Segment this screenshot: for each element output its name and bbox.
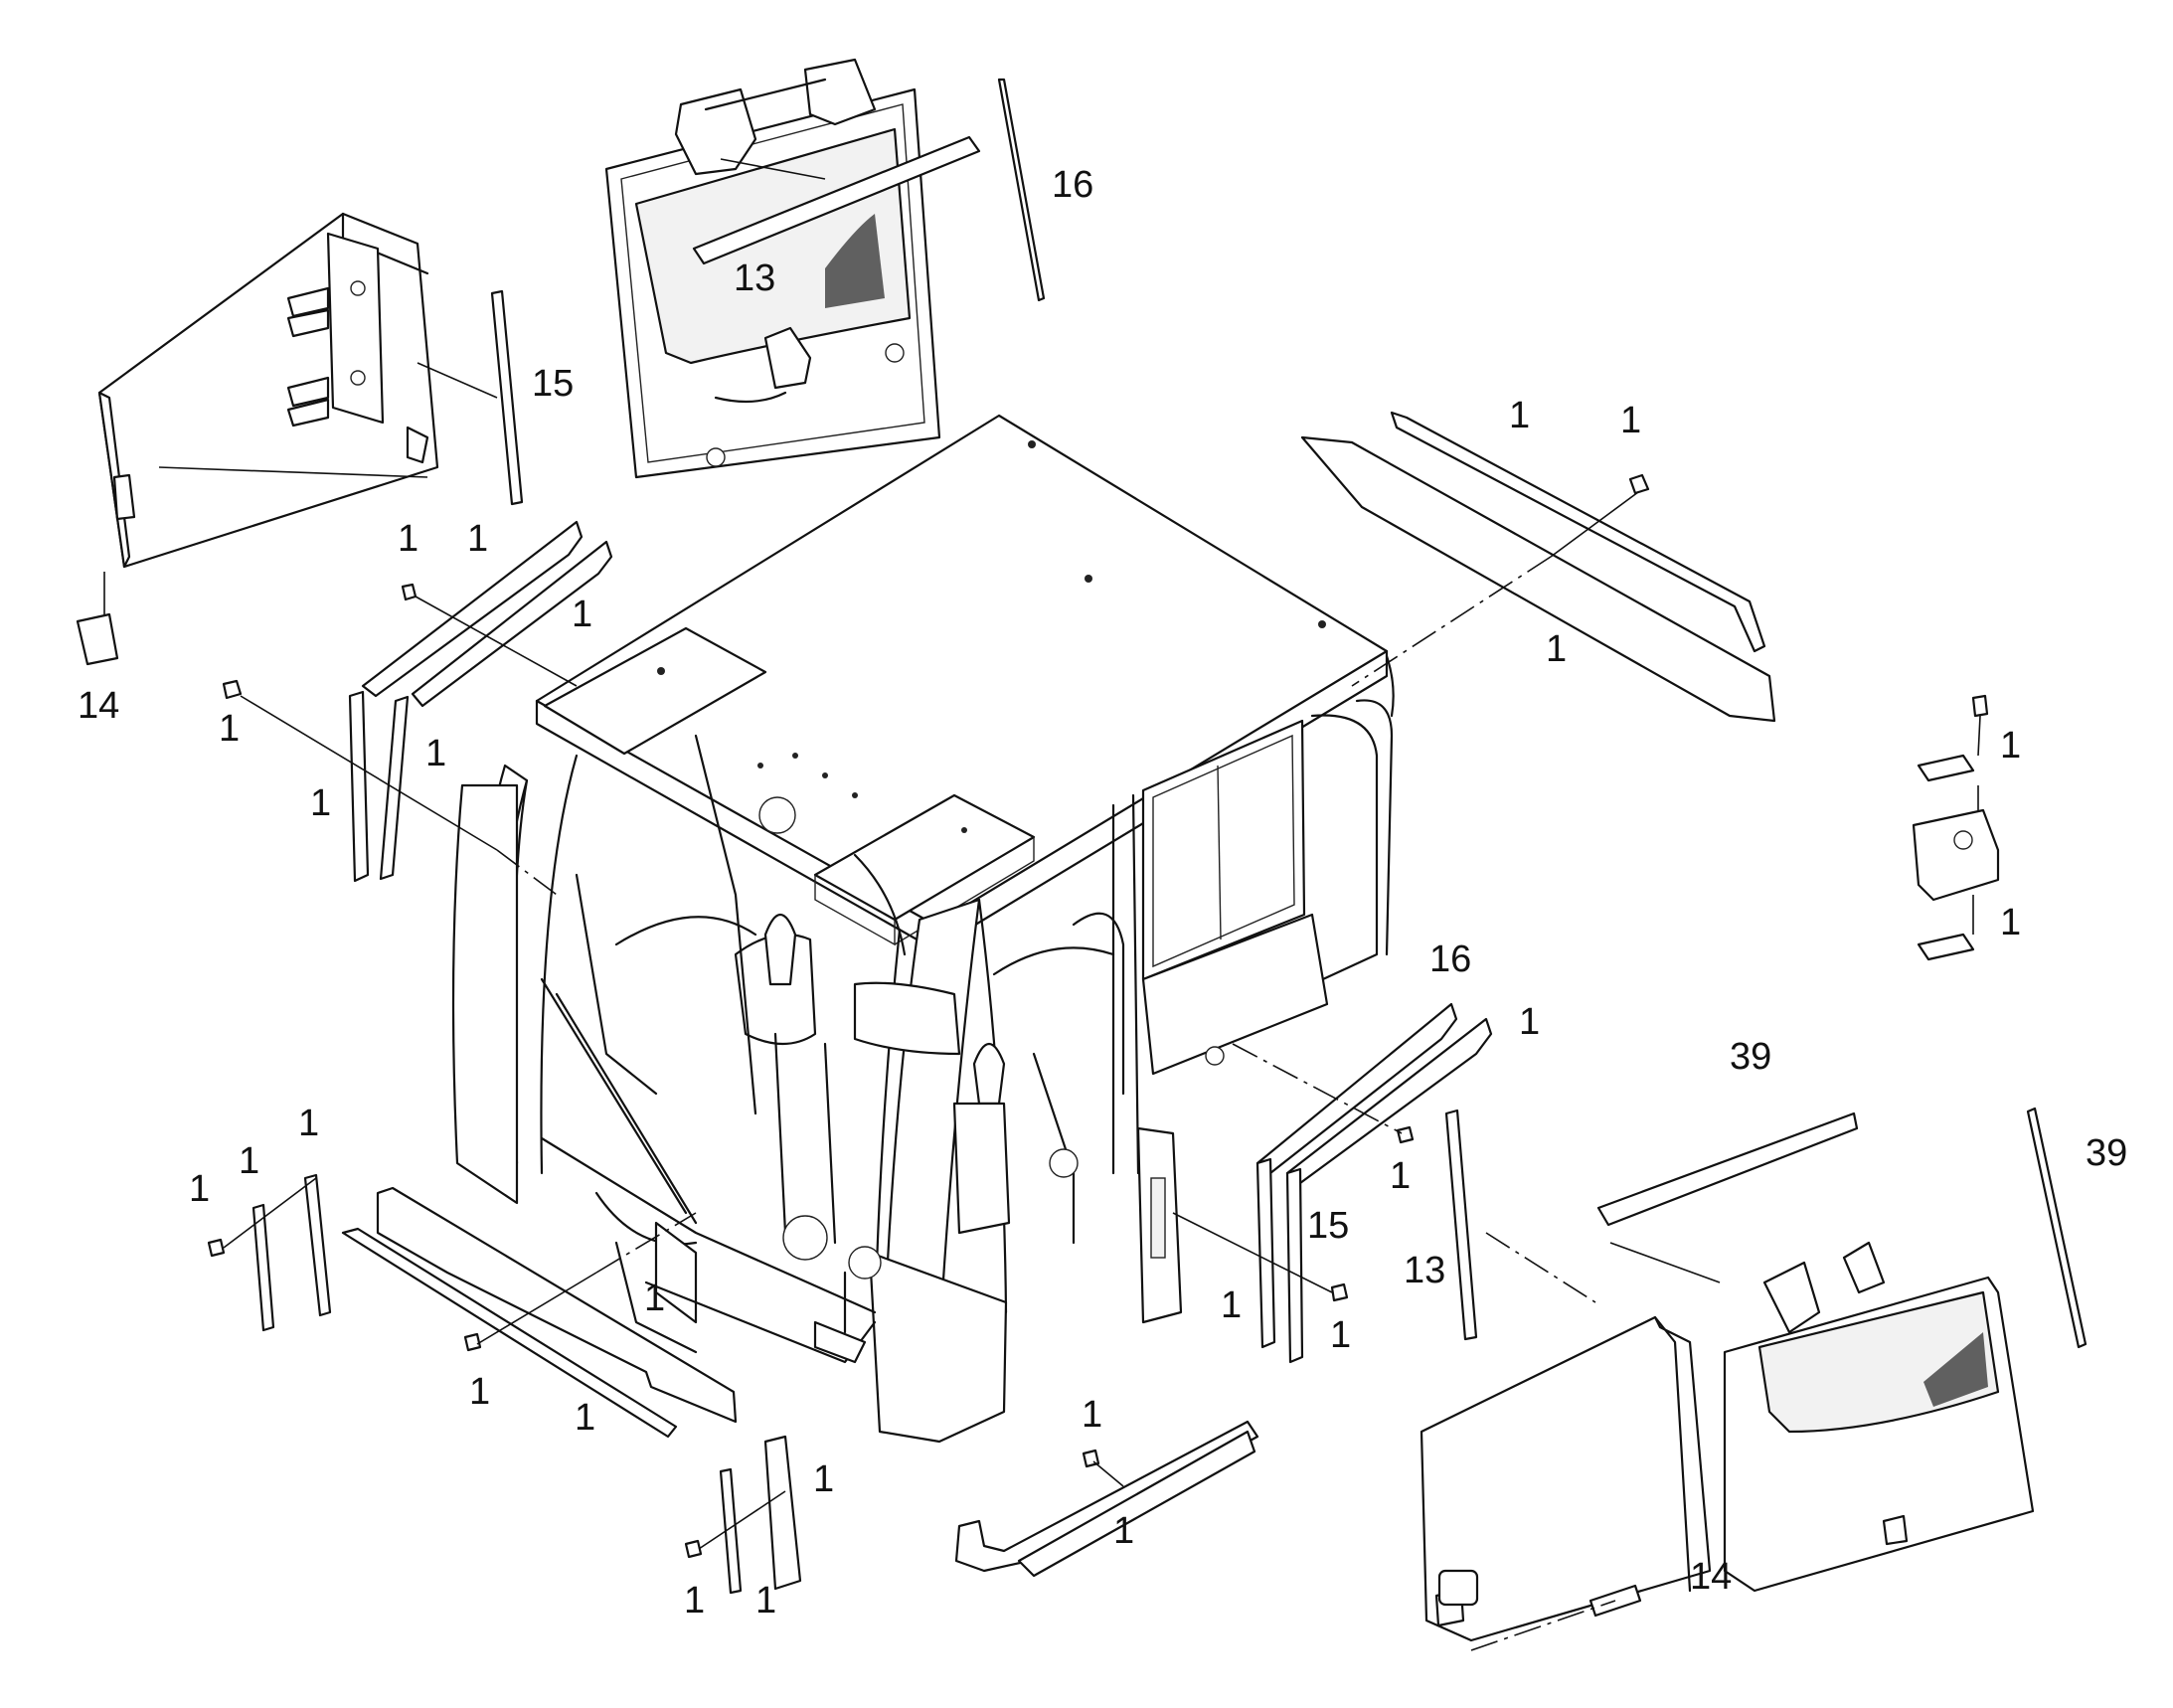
door-assembly-right	[1420, 1107, 2088, 1651]
callout-1-e: 1	[425, 733, 446, 774]
seal-strip-left-2	[411, 540, 613, 708]
callout-1-d: 1	[219, 708, 240, 750]
mount-bolt	[1971, 694, 1989, 718]
joystick-right	[972, 1043, 1006, 1106]
floor-bracket-2	[1017, 1430, 1256, 1578]
front-window-assembly	[604, 58, 1046, 479]
seal-strip-lower-left-2	[303, 1173, 332, 1317]
door-handle	[1437, 1569, 1479, 1607]
mount-washer-bottom	[1917, 933, 1975, 961]
seal-strip-lower-left-6	[763, 1435, 802, 1591]
window-latch	[763, 326, 812, 390]
callout-1-z: 1	[755, 1580, 776, 1622]
callout-39-bottom: 1	[2000, 902, 2021, 943]
callout-1-f: 1	[310, 782, 331, 824]
right-upper-seals	[1300, 411, 1776, 723]
seal-strip-15-left	[490, 289, 524, 506]
callout-1-y: 1	[684, 1580, 705, 1622]
callout-labels: 13 16 15 14 1 1 1 1 1 1 1 1 1 39 39 1 1 …	[78, 164, 2127, 1622]
callout-1-t: 1	[469, 1371, 490, 1413]
callout-1-v: 1	[1082, 1394, 1102, 1436]
cab-side-left	[451, 783, 519, 1205]
roof-panel-left	[543, 626, 767, 756]
joystick-left	[763, 914, 797, 986]
callout-1-a: 1	[398, 518, 418, 560]
callout-15-right: 13	[1404, 1250, 1445, 1291]
callout-1-i: 1	[1546, 628, 1567, 670]
callout-1-q: 1	[239, 1140, 259, 1182]
floor-bracket-1	[954, 1420, 1259, 1573]
callout-14-left: 14	[78, 685, 119, 727]
seal-strip-right-1	[1300, 435, 1776, 723]
callout-16-top: 16	[1052, 164, 1093, 206]
callout-1-o: 1	[1330, 1314, 1351, 1356]
cab-side-window	[1141, 719, 1306, 981]
lower-center-bracket	[954, 1420, 1259, 1578]
callout-15-left: 15	[532, 363, 574, 405]
seal-strip-lower-left-4	[341, 1227, 678, 1439]
right-lower-seals	[1172, 1002, 1493, 1364]
callout-1-g: 1	[1509, 395, 1530, 436]
callout-16-bottom: 39	[2086, 1132, 2127, 1174]
callout-1-u: 1	[575, 1397, 595, 1439]
callout-1-w: 1	[1113, 1510, 1134, 1552]
lower-left-seals	[207, 1173, 802, 1595]
callout-1-l: 1	[1390, 1155, 1411, 1197]
seal-strip-left-3	[348, 690, 370, 883]
callout-1-j: 16	[1429, 939, 1471, 980]
callout-13-bottom: 39	[1730, 1036, 1771, 1078]
callout-1-r: 1	[298, 1103, 319, 1144]
cab-mount-assembly	[1912, 694, 2000, 961]
callout-14-right: 14	[1690, 1556, 1732, 1598]
seal-strip-lower-left-3	[376, 1186, 738, 1424]
callout-1-m: 15	[1307, 1205, 1349, 1247]
callout-1-n: 1	[1221, 1284, 1242, 1326]
operator-cab	[451, 414, 1395, 1444]
seal-strip-left-1	[361, 520, 584, 698]
rod-16-top	[997, 78, 1046, 302]
callout-1-b: 1	[467, 518, 488, 560]
cab-lower-front	[868, 1251, 1008, 1444]
defroster-grid	[825, 214, 885, 308]
seal-strip-lower-left-1	[251, 1203, 275, 1332]
callout-1-s: 1	[644, 1278, 665, 1319]
mount-block	[1912, 808, 2000, 902]
callout-1-p: 1	[189, 1168, 210, 1210]
pin-14-left	[76, 612, 119, 666]
callout-13-top: 13	[734, 257, 775, 299]
callout-1-k: 1	[1519, 1001, 1540, 1043]
seal-strip-13-bottom	[1596, 1111, 1859, 1227]
seal-strip-15-right	[1444, 1109, 1478, 1341]
callout-1-x: 1	[813, 1458, 834, 1500]
mount-washer-top	[1917, 754, 1975, 782]
callout-39-top: 1	[2000, 725, 2021, 767]
left-upper-seals	[222, 520, 613, 896]
seal-strip-right-lower-4	[1285, 1167, 1304, 1364]
seal-strip-13-top	[692, 135, 981, 265]
seal-strip-right-lower-3	[1255, 1157, 1276, 1349]
callout-1-c: 1	[572, 594, 592, 635]
seal-strip-right-2	[1390, 411, 1766, 653]
rear-door-frame-assembly	[76, 212, 524, 666]
rod-16-bottom	[2026, 1107, 2088, 1349]
door-frame-left	[97, 212, 439, 569]
operator-seat	[734, 933, 817, 1045]
hinge-bracket	[326, 232, 385, 425]
seal-strip-lower-left-5	[719, 1467, 743, 1595]
callout-1-h: 1	[1620, 400, 1641, 441]
